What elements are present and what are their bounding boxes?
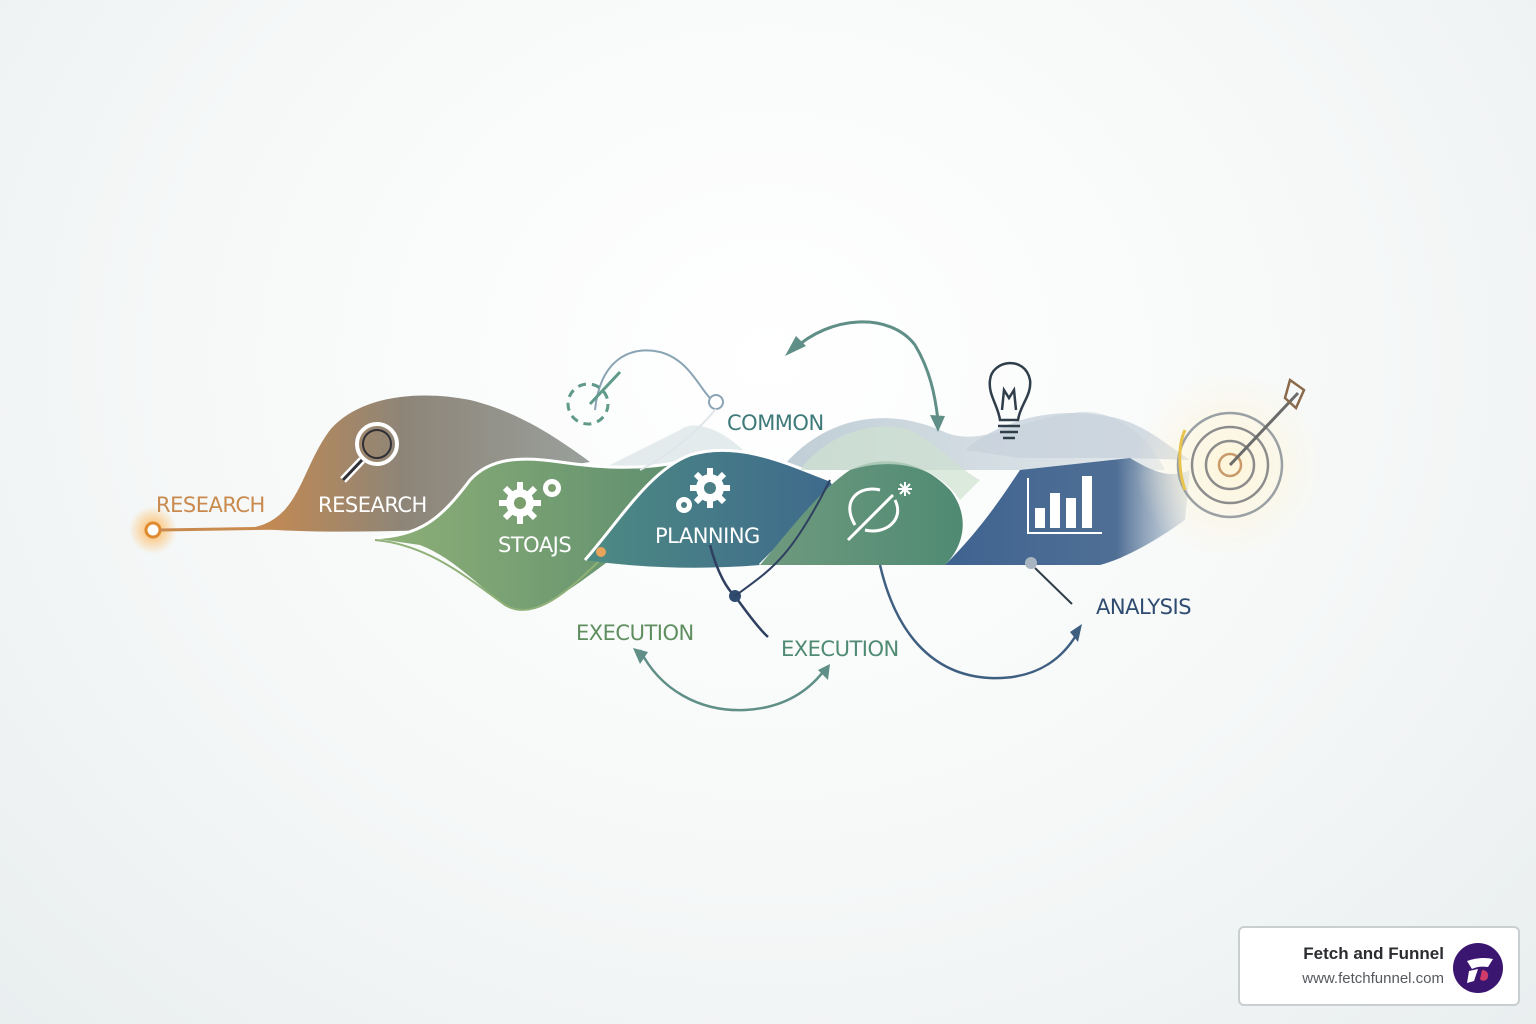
dashed-gear-icon bbox=[566, 370, 622, 426]
planning-label: PLANNING bbox=[655, 524, 760, 548]
planning-band bbox=[585, 450, 835, 568]
analysis-node bbox=[1025, 557, 1037, 569]
analysis-arc bbox=[878, 564, 1080, 680]
common-arrowhead-left bbox=[785, 336, 806, 356]
top-loop-connector bbox=[594, 349, 713, 411]
start-node bbox=[144, 521, 162, 539]
stoajs-band bbox=[372, 459, 680, 611]
brand-card[interactable]: Fetch and Funnel www.fetchfunnel.com bbox=[1238, 926, 1520, 1006]
common-band bbox=[760, 461, 963, 565]
common-arrowhead-down bbox=[930, 415, 945, 432]
refresh-sparkle-icon bbox=[846, 482, 912, 542]
research-inner-label: RESEARCH bbox=[318, 493, 427, 517]
common-arrow-arc bbox=[791, 320, 940, 421]
lightbulb-icon bbox=[988, 361, 1032, 440]
analysis-band-top bbox=[965, 413, 1190, 460]
analysis-label-connector bbox=[1034, 567, 1073, 605]
stoajs-lower-curve bbox=[374, 539, 601, 611]
stoajs-outline bbox=[371, 457, 681, 540]
stoajs-label: STOAJS bbox=[498, 533, 571, 557]
planning-gears-icon bbox=[676, 468, 730, 513]
research-band bbox=[250, 395, 590, 532]
execution-left-label: EXECUTION bbox=[576, 621, 694, 645]
execution-arc bbox=[638, 649, 828, 712]
stoajs-gears-icon bbox=[499, 479, 561, 524]
analysis-label: ANALYSIS bbox=[1096, 595, 1191, 619]
fetch-funnel-logo-icon bbox=[1453, 943, 1503, 993]
magnifier-icon bbox=[340, 422, 399, 483]
stoajs-dot bbox=[596, 547, 606, 557]
brand-name: Fetch and Funnel bbox=[1303, 944, 1444, 963]
analysis-arrowhead bbox=[1070, 624, 1082, 642]
brand-url[interactable]: www.fetchfunnel.com bbox=[1302, 970, 1444, 987]
research-outer-label: RESEARCH bbox=[156, 493, 265, 517]
common-band-highlight bbox=[800, 426, 980, 500]
execution-right-label: EXECUTION bbox=[781, 637, 899, 661]
top-loop-stem bbox=[639, 408, 717, 471]
common-label: COMMON bbox=[727, 411, 824, 435]
planning-to-common bbox=[734, 479, 831, 597]
top-loop-node bbox=[708, 394, 724, 410]
execution-arrowhead-right bbox=[818, 664, 830, 680]
execution-arrowhead-left bbox=[633, 648, 648, 664]
bar-chart-icon bbox=[1027, 476, 1102, 534]
target-arrow-icon bbox=[1176, 377, 1306, 519]
